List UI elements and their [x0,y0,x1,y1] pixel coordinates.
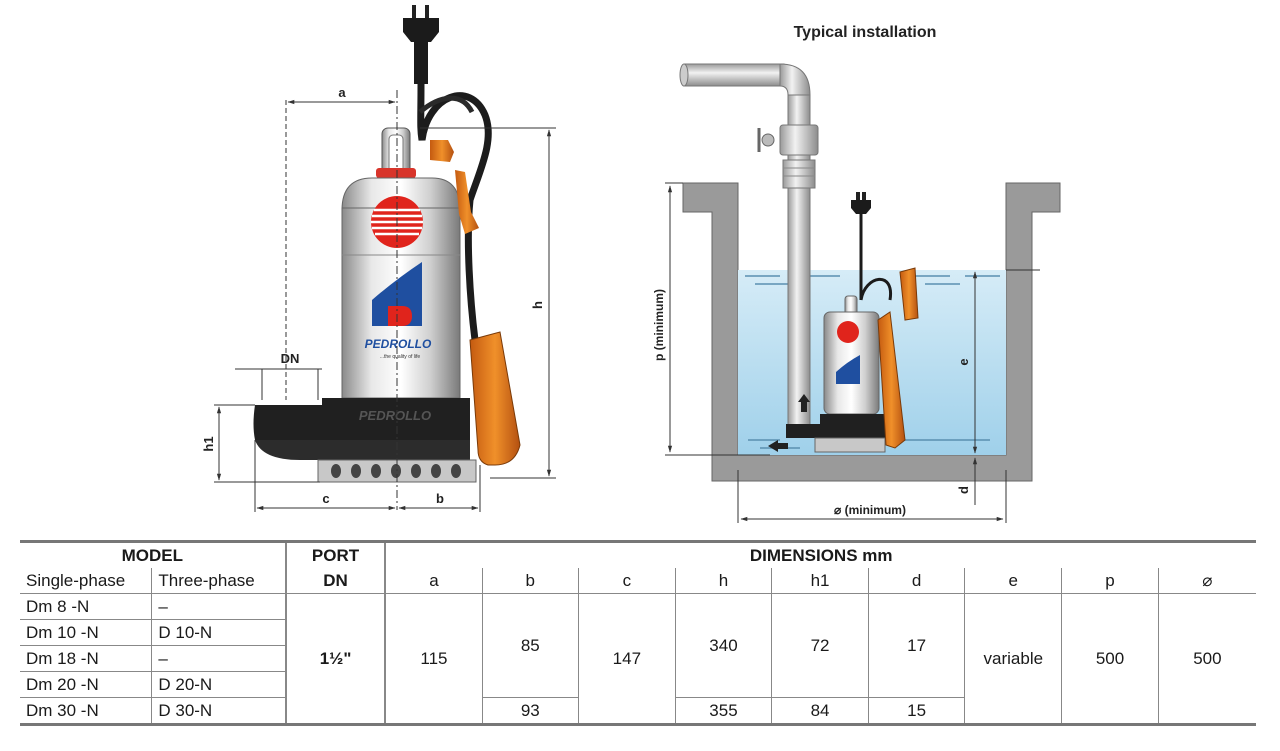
value-d-1: 17 [868,593,966,698]
col-h-header: h [675,568,773,594]
plug-icon [403,5,439,84]
header-row-2: Single-phase Three-phase DN a b c h h1 d… [20,568,1256,594]
port-dn-header: DN [285,568,387,594]
value-b-2: 93 [482,697,580,726]
three-phase-header: Three-phase [151,568,287,594]
value-c: 147 [578,593,676,726]
col-p-header: p [1061,568,1159,594]
model-three: D 20-N [151,671,287,698]
brand-tagline: ...the quality of life [380,354,421,360]
model-three: D 10-N [151,619,287,646]
table-row: Dm 10 -N D 10-N [20,619,1256,646]
table-row: Dm 8 -N – 1½" 115 85 147 340 72 17 varia… [20,593,1256,726]
header-row-1: MODEL PORT DIMENSIONS mm [20,540,1256,568]
table-row: Dm 20 -N D 20-N [20,671,1256,698]
col-h1-header: h1 [771,568,869,594]
col-d-header: d [868,568,966,594]
col-a-header: a [385,568,483,594]
pump-dimension-drawing: PEDROLLO ...the quality of life PEDROLLO [201,5,556,512]
table-row: Dm 18 -N – [20,645,1256,672]
dim-label-diameter: ⌀ (minimum) [834,503,906,517]
value-h1-1: 72 [771,593,869,698]
model-single: Dm 8 -N [20,593,153,620]
dim-label-c: c [322,491,329,506]
table-row: Dm 30 -N D 30-N 93 355 84 15 [20,697,1256,726]
value-d-2: 15 [868,697,966,726]
dimensions-header: DIMENSIONS mm [385,540,1256,568]
dim-label-dn: DN [281,351,300,366]
col-e-header: e [964,568,1063,594]
model-three: – [151,593,287,620]
value-h1-2: 84 [771,697,869,726]
dim-label-h: h [530,301,545,309]
value-h-1: 340 [675,593,773,698]
value-h-2: 355 [675,697,773,726]
pump-drawings: PEDROLLO ...the quality of life PEDROLLO [201,5,1061,523]
model-single: Dm 20 -N [20,671,153,698]
single-phase-header: Single-phase [20,568,153,594]
dimensions-table: MODEL PORT DIMENSIONS mm Single-phase Th… [20,540,1256,726]
model-single: Dm 30 -N [20,697,153,726]
col-c-header: c [578,568,676,594]
dim-label-p: p (minimum) [652,289,666,361]
dim-label-a: a [338,85,346,100]
dim-label-h1: h1 [201,436,216,451]
brand-logo-text: PEDROLLO [365,337,432,351]
col-b-header: b [482,568,580,594]
model-header: MODEL [20,540,287,568]
value-b-1: 85 [482,593,580,698]
model-single: Dm 18 -N [20,645,153,672]
value-e: variable [964,593,1063,726]
value-p: 500 [1061,593,1159,726]
dim-label-e: e [956,358,971,365]
model-three: – [151,645,287,672]
dim-label-b: b [436,491,444,506]
typical-installation-drawing: Typical installation [652,24,1061,523]
model-single: Dm 10 -N [20,619,153,646]
model-three: D 30-N [151,697,287,726]
port-value: 1½" [285,593,387,726]
value-a: 115 [385,593,483,726]
dim-label-d: d [956,486,971,494]
col-diameter-header: ⌀ [1158,568,1256,594]
installation-title: Typical installation [794,24,937,41]
base-brand-text: PEDROLLO [359,408,431,423]
port-header: PORT [285,540,387,568]
value-diameter: 500 [1158,593,1256,726]
